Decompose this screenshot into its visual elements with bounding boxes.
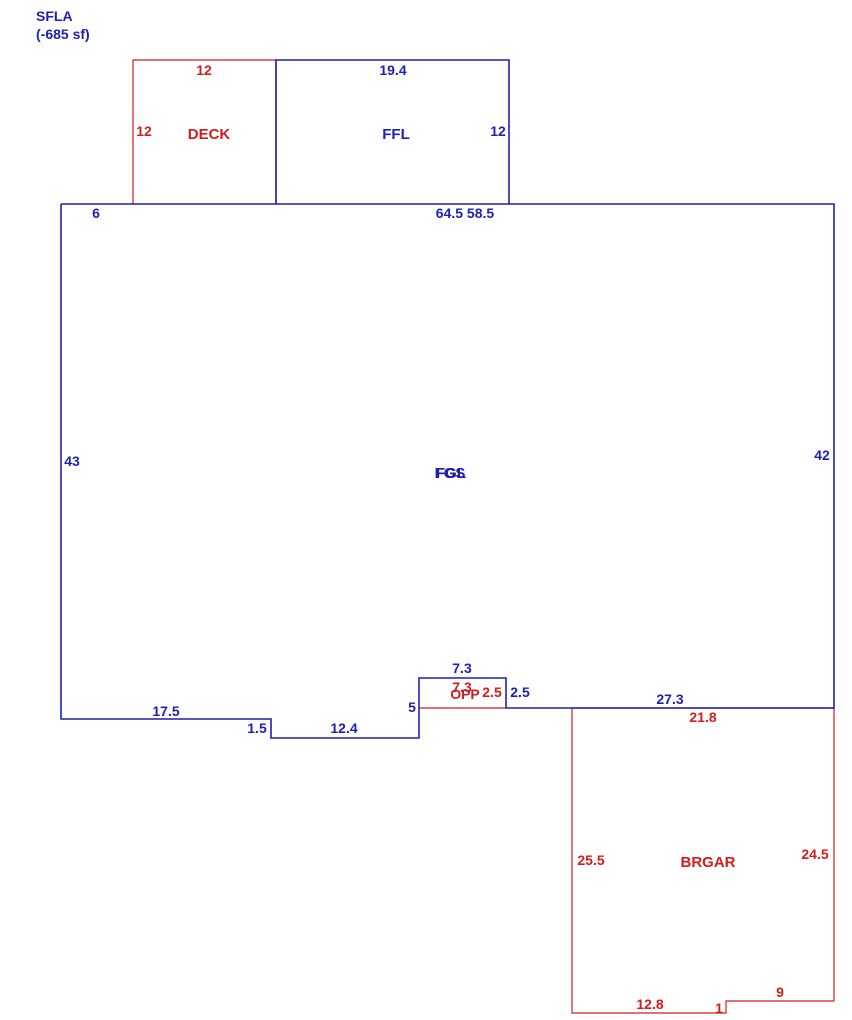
fgs-label: FGS (435, 465, 466, 482)
opp-label: OPP (450, 686, 480, 702)
main-bottom-mid-dim: 12.4 (330, 720, 357, 736)
main-bottom-right-dim: 27.3 (656, 691, 683, 707)
notch-top-dim: 7.3 (452, 660, 472, 676)
brgar-left-dim: 25.5 (577, 852, 604, 868)
sfla-area: (-685 sf) (36, 26, 90, 42)
main-bottom-left-dim: 17.5 (152, 703, 179, 719)
fgl-label: FGL (436, 465, 466, 482)
brgar-top-dim: 21.8 (689, 709, 716, 725)
opp-top-dim: 7.3 (452, 679, 472, 695)
brgar-bottom-dim-3: 9 (776, 984, 784, 1000)
brgar-label: BRGAR (681, 854, 736, 871)
main-step-dim: 1.5 (247, 720, 267, 736)
ffl-top-dim: 19.4 (379, 62, 406, 78)
deck-label: DECK (188, 126, 231, 143)
deck-left-dim: 12 (136, 123, 152, 139)
notch-right-dim: 2.5 (510, 684, 530, 700)
main-outline (60, 203, 835, 739)
sfla-title: SFLA (36, 8, 73, 24)
ffl-outline (275, 59, 510, 204)
opp-right-dim: 2.5 (482, 684, 502, 700)
ffl-right-dim: 12 (490, 123, 506, 139)
main-right-dim: 42 (814, 447, 830, 463)
main-top-left-dim: 6 (92, 205, 100, 221)
ffl-label: FFL (382, 126, 410, 143)
main-left-dim: 43 (64, 453, 80, 469)
brgar-right-dim: 24.5 (801, 846, 828, 862)
notch-left-dim: 5 (408, 699, 416, 715)
brgar-bottom-dim-1: 12.8 (636, 996, 663, 1012)
deck-top-dim: 12 (196, 62, 212, 78)
main-top-mid-dim: 64.5 58.5 (436, 205, 495, 221)
brgar-outline (571, 708, 835, 1014)
brgar-bottom-dim-2: 1 (715, 1000, 723, 1016)
